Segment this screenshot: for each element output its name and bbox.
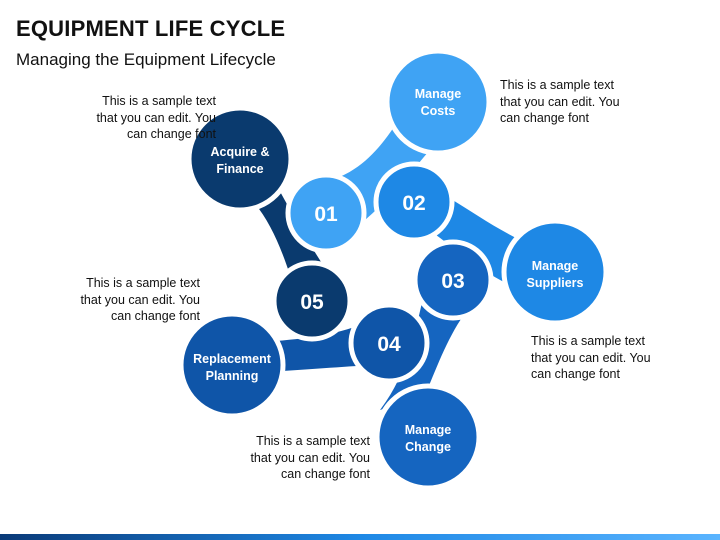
stage-circle-manage-change	[374, 383, 482, 491]
stage-number-02: 02	[402, 192, 425, 215]
description-line: can change font	[500, 111, 589, 125]
stage-label-manage-change-line1: Manage	[405, 423, 452, 437]
description-line: This is a sample text	[86, 276, 200, 290]
description-replacement-planning: This is a sample text that you can edit.…	[30, 275, 200, 325]
number-circle-05	[271, 260, 353, 342]
description-acquire-finance: This is a sample text that you can edit.…	[46, 93, 216, 143]
description-manage-costs: This is a sample text that you can edit.…	[500, 77, 670, 127]
description-line: can change font	[531, 367, 620, 381]
stage-label-manage-change-line2: Change	[405, 440, 451, 454]
stage-circle-manage-costs	[384, 48, 492, 156]
description-line: This is a sample text	[102, 94, 216, 108]
bottom-accent-bar	[0, 534, 720, 540]
description-line: can change font	[281, 467, 370, 481]
stage-circle-replacement-planning	[178, 311, 286, 419]
number-circle-02	[373, 161, 455, 243]
description-line: can change font	[111, 309, 200, 323]
page-title: EQUIPMENT LIFE CYCLE	[16, 16, 286, 41]
description-manage-change: This is a sample text that you can edit.…	[200, 433, 370, 483]
stage-label-manage-costs-line2: Costs	[421, 104, 456, 118]
number-circle-01	[285, 172, 367, 254]
description-line: This is a sample text	[531, 334, 645, 348]
description-manage-suppliers: This is a sample text that you can edit.…	[531, 333, 701, 383]
description-line: This is a sample text	[256, 434, 370, 448]
stage-label-acquire-finance-line2: Finance	[216, 162, 263, 176]
number-circle-04	[348, 302, 430, 384]
description-line: that you can edit. You	[500, 94, 620, 109]
stage-number-03: 03	[441, 270, 464, 293]
stage-label-manage-costs-line1: Manage	[415, 87, 462, 101]
stage-label-manage-suppliers-line1: Manage	[532, 259, 579, 273]
stage-number-05: 05	[300, 291, 324, 314]
stage-label-manage-suppliers-line2: Suppliers	[527, 276, 584, 290]
description-line: that you can edit. You	[96, 110, 216, 125]
stage-number-01: 01	[314, 203, 338, 226]
stage-label-acquire-finance-line1: Acquire &	[210, 145, 269, 159]
description-line: that you can edit. You	[80, 292, 200, 307]
stage-number-04: 04	[377, 333, 401, 356]
page-subtitle: Managing the Equipment Lifecycle	[16, 50, 276, 69]
description-line: that you can edit. You	[250, 450, 370, 465]
stage-circle-acquire-finance	[186, 105, 294, 213]
description-line: can change font	[127, 127, 216, 141]
stage-circle-manage-suppliers	[501, 218, 609, 326]
description-line: This is a sample text	[500, 78, 614, 92]
stage-label-replacement-planning-line1: Replacement	[193, 352, 272, 366]
stage-label-replacement-planning-line2: Planning	[206, 369, 259, 383]
number-circle-03	[412, 239, 494, 321]
description-line: that you can edit. You	[531, 350, 651, 365]
